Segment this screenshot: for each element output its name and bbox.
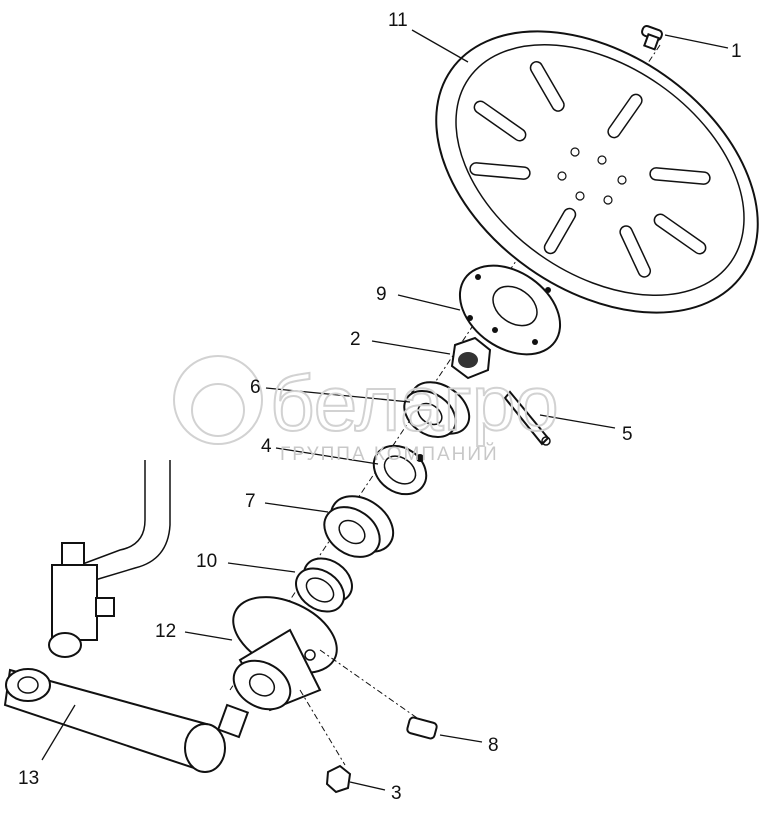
bracket	[48, 460, 171, 658]
callout-2: 2	[350, 329, 361, 350]
seal-part-10	[295, 557, 353, 613]
callout-1: 1	[731, 41, 742, 62]
callout-10: 10	[196, 551, 217, 572]
callout-11: 11	[388, 10, 408, 31]
callout-13: 13	[18, 768, 39, 789]
callout-8: 8	[488, 735, 499, 756]
callout-9: 9	[376, 284, 387, 305]
leader-lines	[41, 29, 729, 791]
arm-part-13	[3, 668, 250, 773]
bolt-part-1	[641, 25, 663, 51]
flange-part-9	[458, 264, 562, 356]
disc-part-11	[435, 30, 759, 314]
callout-4: 4	[261, 436, 272, 457]
bearing-part-6	[403, 381, 471, 438]
nut-part-3	[325, 764, 352, 794]
callout-3: 3	[391, 783, 402, 804]
ring-part-4	[372, 444, 428, 496]
cotter-pin-part-5	[503, 390, 551, 446]
callout-7: 7	[245, 491, 256, 512]
watermark-subtitle: ГРУППА КОМПАНИЙ	[280, 443, 499, 465]
callout-6: 6	[250, 377, 261, 398]
castle-nut-part-2	[450, 336, 492, 380]
watermark-brand: белагро	[270, 359, 559, 447]
watermark-logo: белагро ГРУППА КОМПАНИЙ	[173, 355, 560, 465]
grease-fitting-part-8	[406, 716, 438, 740]
bearing-part-7	[323, 495, 395, 558]
callout-12: 12	[155, 621, 176, 642]
callout-5: 5	[622, 424, 633, 445]
